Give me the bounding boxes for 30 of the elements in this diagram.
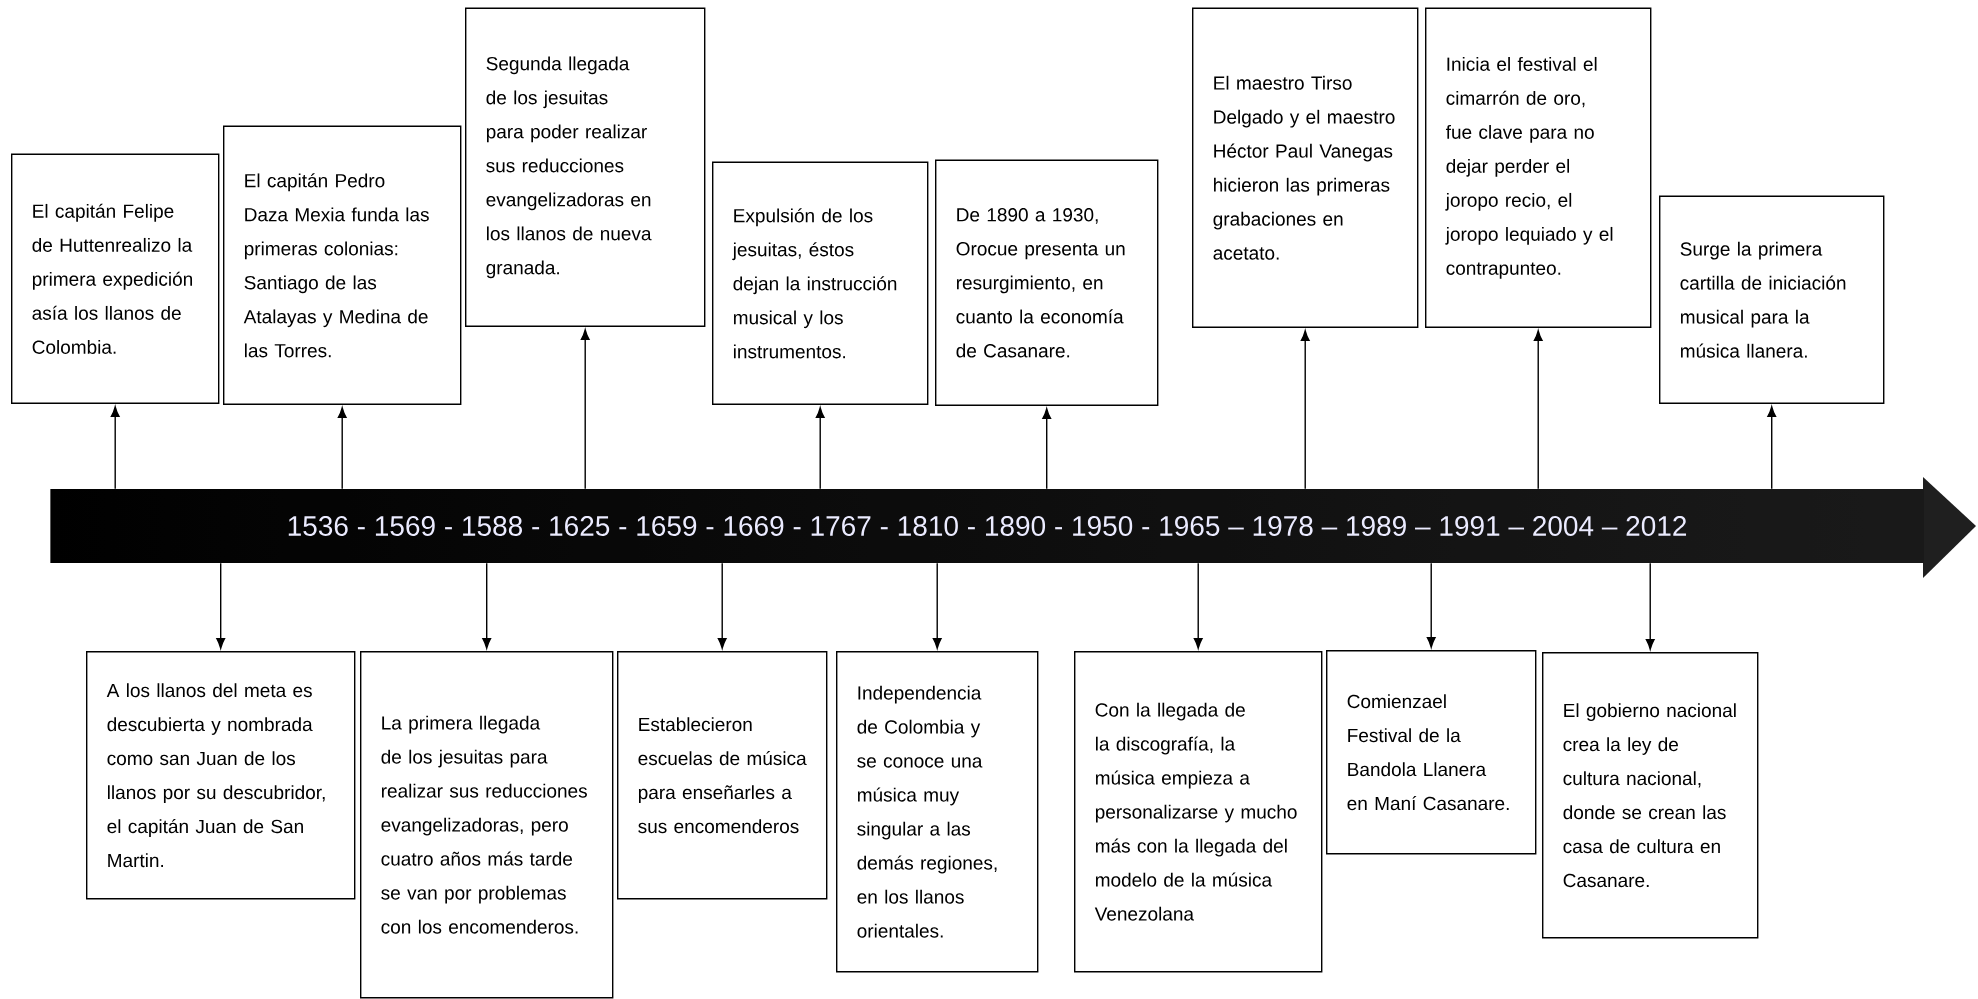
arrow (580, 329, 590, 490)
arrow (337, 407, 347, 490)
arrow (216, 562, 226, 649)
arrow (717, 562, 727, 649)
event-box: Establecieron escuelas de música para enseñarles a sus encomenderos (617, 651, 828, 900)
event-box: La primera llegada de los jesuitas para realizar sus reducciones evangelizadoras, pero cuatro años más tarde se van por problemas con los encomenderos. (360, 651, 614, 999)
event-box: El maestro Tirso Delgado y el maestro Héctor Paul Vanegas hicieron las primeras grabaciones en acetato. (1192, 7, 1419, 328)
arrow (110, 406, 120, 490)
event-box: Surge la primera cartilla de iniciación musical para la música llanera. (1659, 195, 1885, 404)
event-box: De 1890 a 1930, Orocue presenta un resurgimiento, en cuanto la economía de Casanare. (935, 159, 1159, 406)
arrow (1767, 406, 1777, 490)
event-box: El gobierno nacional crea la ley de cultura nacional, donde se crean las casa de cultura en Casanare. (1542, 652, 1759, 939)
arrow (1426, 562, 1436, 648)
event-box: Comienzael Festival de la Bandola Llanera en Maní Casanare. (1326, 650, 1537, 855)
event-box: A los llanos del meta es descubierta y nombrada como san Juan de los llanos por su descubridor, el capitán Juan de San Martin. (86, 651, 356, 900)
event-box: Con la llegada de la discografía, la música empieza a personalizarse y mucho más con la llegada del modelo de la música Venezolana (1074, 651, 1323, 973)
arrow (1193, 562, 1203, 649)
arrow (1533, 330, 1543, 490)
event-box: El capitán Felipe de Huttenrealizo la primera expedición asía los llanos de Colombia. (11, 153, 220, 404)
event-box: El capitán Pedro Daza Mexia funda las primeras colonias: Santiago de las Atalayas y Medina de las Torres. (223, 125, 462, 405)
arrow (932, 562, 942, 649)
arrow (1300, 330, 1310, 490)
event-box: Expulsión de los jesuitas, éstos dejan la instrucción musical y los instrumentos. (712, 161, 929, 405)
event-box: Segunda llegada de los jesuitas para poder realizar sus reducciones evangelizadoras en los llanos de nueva granada. (465, 7, 706, 327)
arrow (815, 407, 825, 490)
event-box: Independencia de Colombia y se conoce una música muy singular a las demás regiones, en los llanos orientales. (836, 651, 1039, 973)
arrow (1042, 408, 1052, 490)
event-box: Inicia el festival el cimarrón de oro, fue clave para no dejar perder el joropo recio, el joropo lequiado y el contrapunteo. (1425, 7, 1652, 328)
arrow (482, 562, 492, 649)
arrow (1645, 562, 1655, 650)
